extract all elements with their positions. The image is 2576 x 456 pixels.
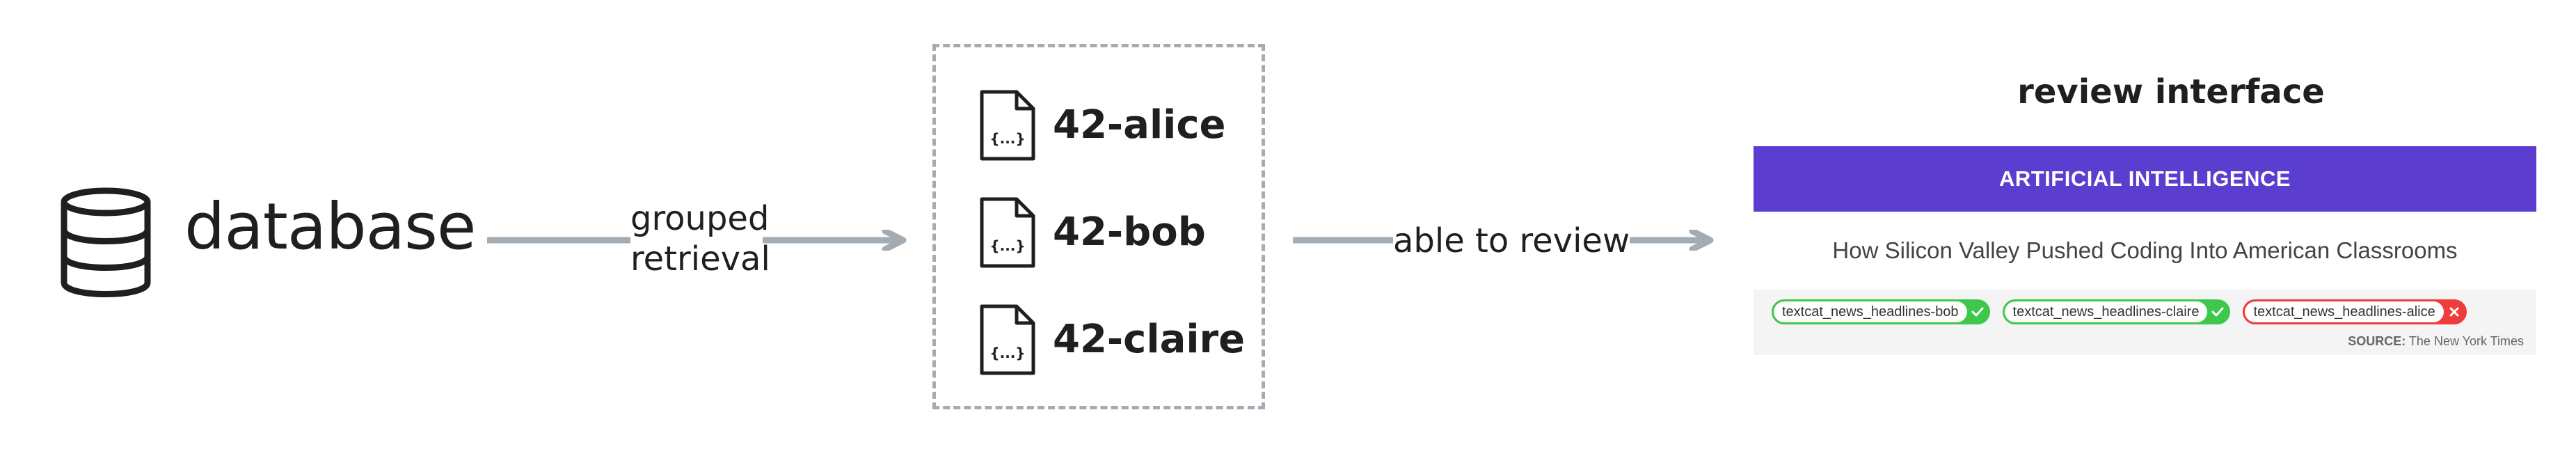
file-item: {...} 42-bob [978,195,1206,270]
file-icon-glyph: {...} [989,345,1025,361]
json-file-icon: {...} [980,304,1035,375]
json-file-icon: {...} [980,90,1035,161]
file-item: {...} 42-claire [978,302,1245,377]
category-header: ARTIFICIAL INTELLIGENCE [1754,146,2536,212]
file-name: 42-claire [1053,317,1246,362]
edge-label-grouped-retrieval: grouped retrieval [630,199,770,280]
review-footer: textcat_news_headlines-bob textcat_news_… [1754,290,2536,355]
json-file-icon: {...} [980,197,1035,268]
file-icon-glyph: {...} [989,130,1025,147]
source-line: SOURCE: The New York Times [2348,334,2524,349]
edge-label-line: retrieval [630,239,770,278]
annotator-chip-claire[interactable]: textcat_news_headlines-claire [2002,299,2231,324]
database-label: database [184,189,477,264]
file-icon-glyph: {...} [989,237,1025,254]
edge-label-able-to-review: able to review [1393,221,1630,262]
check-icon [2207,301,2228,322]
news-headline: How Silicon Valley Pushed Coding Into Am… [1832,237,2458,263]
annotator-chip-bob[interactable]: textcat_news_headlines-bob [1772,299,1990,324]
source-value: The New York Times [2408,334,2524,348]
task-group-box [932,44,1265,409]
check-icon [1967,301,1988,322]
source-label: SOURCE: [2348,334,2406,348]
file-item: {...} 42-alice [978,88,1226,163]
cross-icon [2444,301,2465,322]
chip-label: textcat_news_headlines-claire [2004,301,2208,322]
annotator-chips: textcat_news_headlines-bob textcat_news_… [1772,299,2467,324]
edge-label-line: grouped [630,199,770,238]
chip-label: textcat_news_headlines-bob [1774,301,1967,322]
review-interface-title: review interface [2017,72,2325,111]
file-name: 42-bob [1053,210,1206,255]
annotator-chip-alice[interactable]: textcat_news_headlines-alice [2243,299,2467,324]
database-icon [57,187,154,298]
file-name: 42-alice [1053,102,1226,148]
chip-label: textcat_news_headlines-alice [2245,301,2444,322]
review-card: ARTIFICIAL INTELLIGENCE How Silicon Vall… [1754,146,2536,355]
